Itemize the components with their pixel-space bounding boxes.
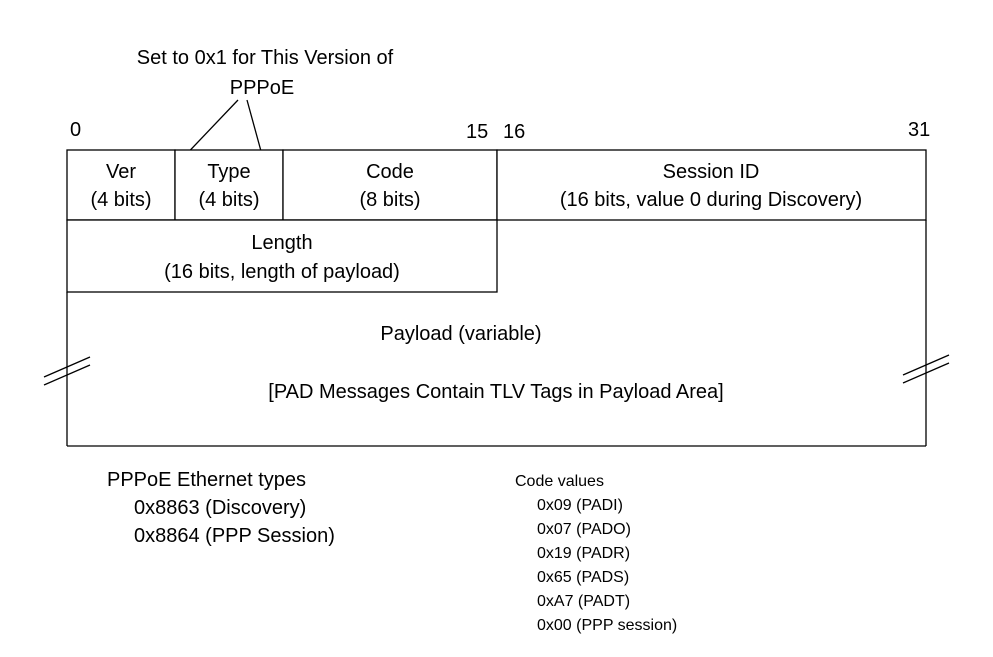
type-name: Type (207, 161, 250, 183)
type-size: (4 bits) (198, 189, 259, 211)
payload-name: Payload (variable) (380, 323, 541, 345)
ethernet-types-title: PPPoE Ethernet types (107, 469, 306, 491)
session-id-size: (16 bits, value 0 during Discovery) (560, 189, 862, 211)
bit-label-31: 31 (908, 119, 930, 141)
code-value-item: 0xA7 (PADT) (537, 593, 630, 610)
bit-label-16: 16 (503, 121, 525, 143)
payload-note: [PAD Messages Contain TLV Tags in Payloa… (268, 381, 723, 403)
code-name: Code (366, 161, 414, 183)
annotation-line-1: Set to 0x1 for This Version of (137, 47, 394, 69)
code-value-item: 0x09 (PADI) (537, 497, 623, 514)
code-size: (8 bits) (359, 189, 420, 211)
field-session-id (496, 149, 927, 221)
ver-size: (4 bits) (90, 189, 151, 211)
bit-label-15: 15 (466, 121, 488, 143)
bit-label-0: 0 (70, 119, 81, 141)
code-value-item: 0x65 (PADS) (537, 569, 629, 586)
ethernet-type-item: 0x8864 (PPP Session) (134, 525, 335, 547)
field-type (174, 149, 284, 221)
ethernet-type-item: 0x8863 (Discovery) (134, 497, 306, 519)
length-name: Length (251, 232, 312, 254)
break-mark-left (43, 356, 91, 386)
code-value-item: 0x00 (PPP session) (537, 617, 677, 634)
annotation-line-2: PPPoE (230, 77, 294, 99)
code-value-item: 0x19 (PADR) (537, 545, 630, 562)
break-mark-right (902, 354, 950, 384)
field-ver (66, 149, 176, 221)
code-values-title: Code values (515, 473, 604, 490)
field-length (66, 219, 498, 293)
field-payload (66, 220, 927, 447)
length-size: (16 bits, length of payload) (164, 261, 400, 283)
code-value-item: 0x07 (PADO) (537, 521, 631, 538)
field-code (282, 149, 498, 221)
ver-name: Ver (106, 161, 136, 183)
session-id-name: Session ID (663, 161, 760, 183)
